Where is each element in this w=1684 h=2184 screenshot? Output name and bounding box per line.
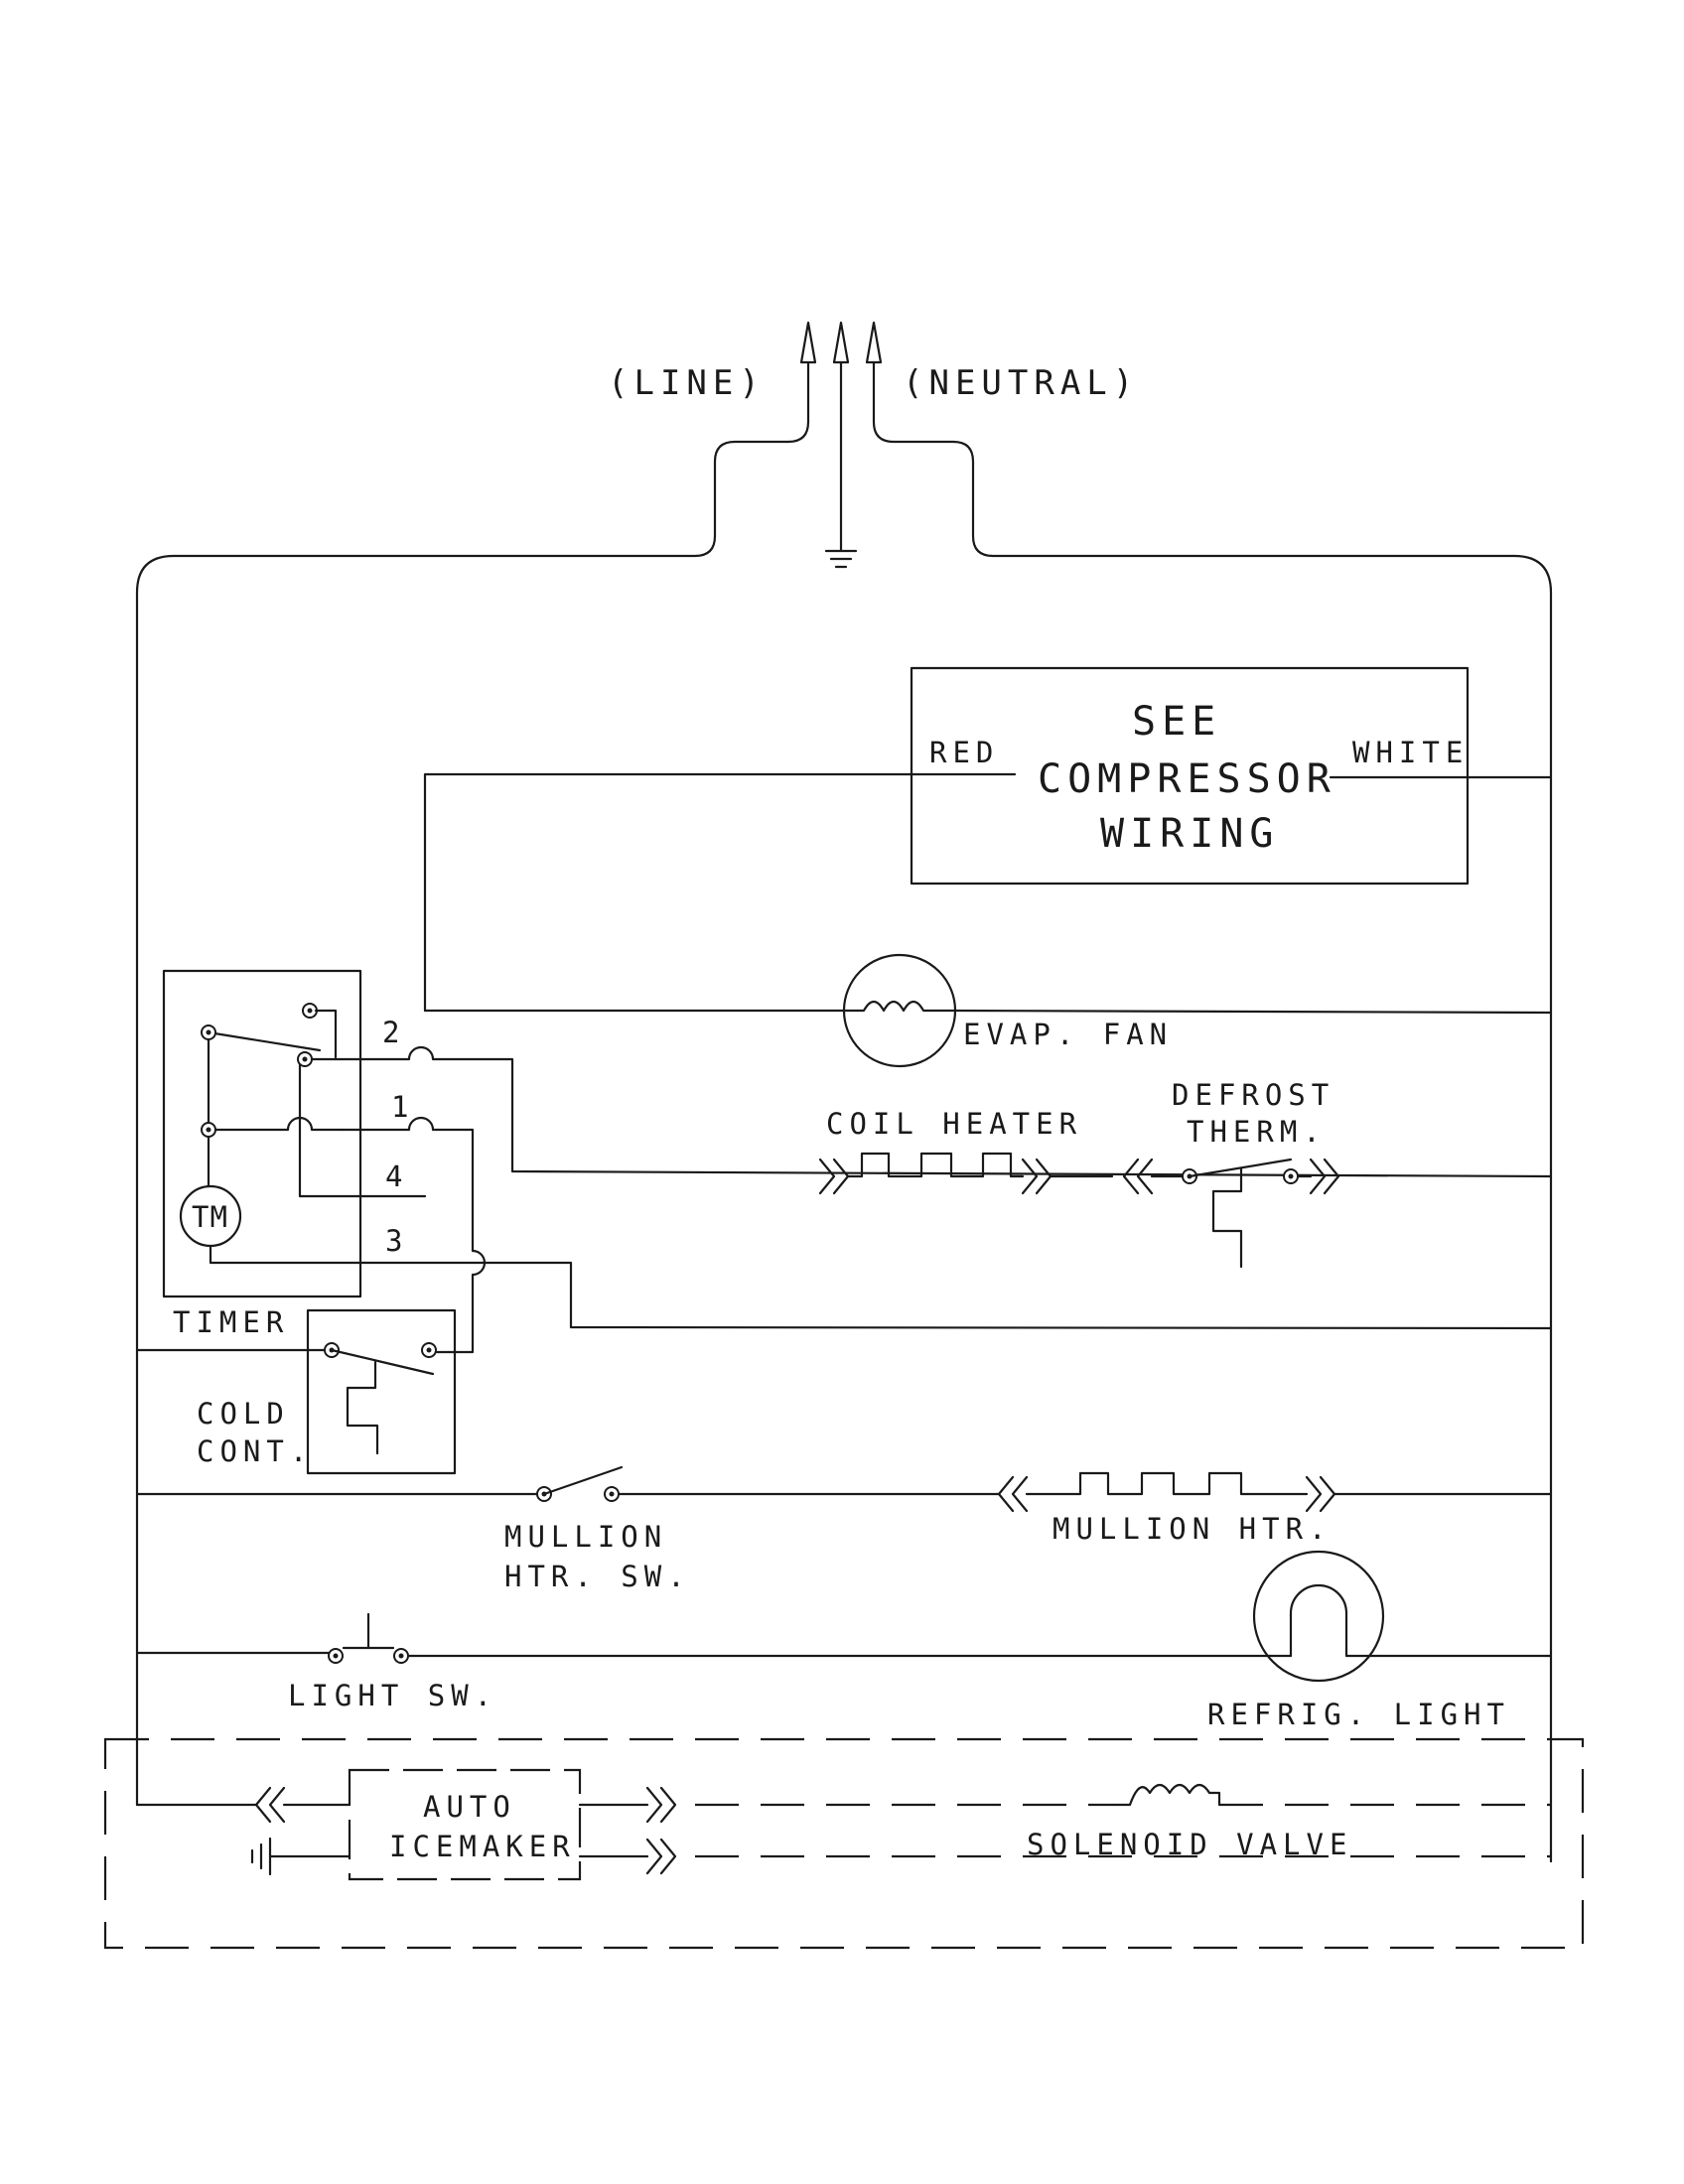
compressor-name: COMPRESSOR [1038,756,1336,802]
cold-control-label-1: COLD [197,1397,290,1431]
red-wire-label: RED [929,736,999,769]
terminal-2: 2 [382,1016,405,1049]
solenoid-valve [1115,1783,1551,1807]
mullion-switch-label-2: HTR. SW. [504,1560,691,1593]
light-switch-label: LIGHT SW. [288,1679,497,1712]
mullion-switch-label-1: MULLION [504,1520,667,1554]
white-wire-label: WHITE [1352,736,1469,769]
timer-label: TIMER [173,1305,289,1339]
timer-terminals [201,1003,318,1138]
icemaker-label-2: ICEMAKER [389,1830,576,1863]
coil-heater-label: COIL HEATER [826,1107,1082,1141]
icemaker-label-1: AUTO [423,1790,516,1824]
timer-box [162,969,362,1298]
terminal-3: 3 [385,1224,408,1258]
line-label: (LINE) [608,363,766,403]
evap-fan-label: EVAP. FAN [963,1018,1173,1051]
terminal-4: 4 [385,1160,408,1193]
defrost-therm-label-1: DEFROST [1172,1078,1334,1112]
cold-control-label-2: CONT. [197,1434,313,1468]
refrig-light-bulb [1252,1550,1385,1683]
mullion-heater [997,1471,1553,1513]
defrost-therm-label-2: THERM. [1187,1115,1327,1149]
power-cord [135,321,1553,1863]
cold-control-box [306,1308,457,1475]
neutral-label: (NEUTRAL) [903,363,1139,403]
defrost-therm [1122,1158,1340,1269]
icemaker-box [348,1768,582,1881]
timer-motor-label: TM [192,1200,228,1234]
terminal-1: 1 [391,1090,414,1124]
compressor-see: SEE [1132,699,1221,745]
compressor-box [910,666,1470,886]
compressor-wiring: WIRING [1100,811,1280,857]
solenoid-valve-label: SOLENOID VALVE [1027,1828,1352,1861]
refrig-light-label: REFRIG. LIGHT [1207,1698,1510,1731]
mullion-heater-label: MULLION HTR. [1052,1512,1333,1546]
coil-heater [818,1152,1114,1195]
icemaker-option-box [103,1737,1585,1950]
